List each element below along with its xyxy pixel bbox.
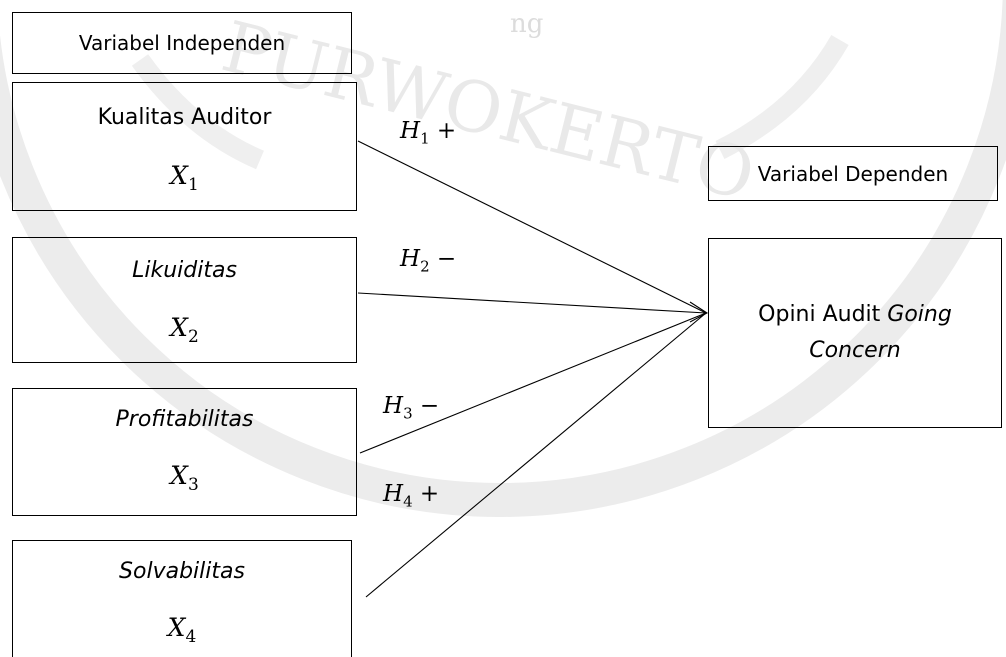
hypothesis-label-h2: H2 − xyxy=(400,246,457,276)
variable-box-x4: Solvabilitas X4 xyxy=(12,540,352,657)
variable-name-x3: Profitabilitas xyxy=(115,407,254,432)
variable-name-x1: Kualitas Auditor xyxy=(97,105,272,130)
hypothesis-label-h1: H1 + xyxy=(400,118,457,148)
arrow-h3 xyxy=(359,312,707,454)
hypothesis-label-h4: H4 + xyxy=(383,481,440,511)
variable-name-x2: Likuiditas xyxy=(132,258,237,283)
arrow-h1 xyxy=(357,140,707,314)
variable-symbol-x3: X3 xyxy=(170,461,199,495)
dependent-header-box: Variabel Dependen xyxy=(708,146,998,201)
variable-box-x1: Kualitas Auditor X1 xyxy=(12,82,357,211)
variable-symbol-x1: X1 xyxy=(170,161,199,195)
variable-name-x4: Solvabilitas xyxy=(119,559,245,584)
dependent-variable-box: Opini Audit Going Concern xyxy=(708,238,1002,428)
arrow-h4 xyxy=(365,312,707,598)
variable-symbol-x2: X2 xyxy=(170,313,199,347)
variable-box-x3: Profitabilitas X3 xyxy=(12,388,357,516)
dependent-variable-name: Opini Audit Going Concern xyxy=(709,297,1001,369)
arrowhead xyxy=(689,301,709,323)
hypothesis-label-h3: H3 − xyxy=(383,393,440,423)
independent-header-label: Variabel Independen xyxy=(78,31,286,55)
variable-box-x2: Likuiditas X2 xyxy=(12,237,357,363)
variable-symbol-x4: X4 xyxy=(167,613,197,647)
independent-header-box: Variabel Independen xyxy=(12,12,352,74)
dependent-line2-italic: Concern xyxy=(809,338,901,363)
dependent-line1-italic: Going xyxy=(887,302,952,327)
dependent-line1-plain: Opini Audit xyxy=(758,302,888,327)
arrow-h2 xyxy=(357,292,707,314)
dependent-header-label: Variabel Dependen xyxy=(757,161,949,186)
